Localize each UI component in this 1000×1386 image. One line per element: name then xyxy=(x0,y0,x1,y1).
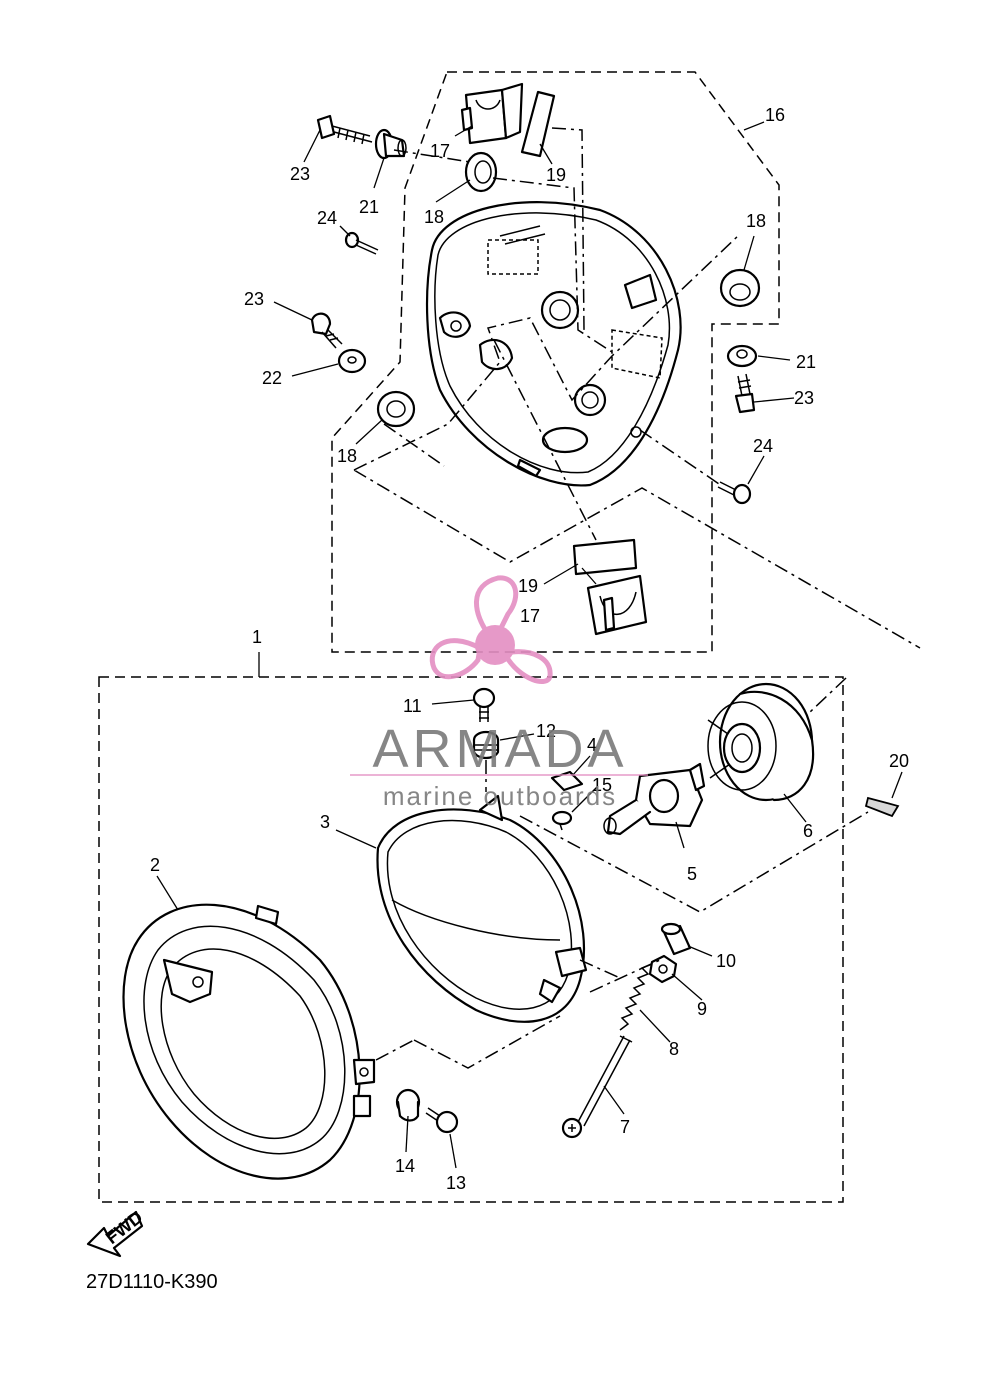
lens-unit-3 xyxy=(376,794,588,1023)
callout-24-left: 24 xyxy=(317,208,337,228)
group-16-outline xyxy=(331,71,780,653)
callout-10: 10 xyxy=(716,951,736,971)
collar-21-right xyxy=(726,344,758,368)
callout-labels: 1 2 3 4 5 6 7 8 9 10 11 12 13 14 15 16 1… xyxy=(150,105,909,1193)
armada-watermark: ARMADA marine outboards xyxy=(350,575,648,811)
callout-17-lower: 17 xyxy=(520,606,540,626)
bolt-7 xyxy=(561,1035,633,1139)
callout-23-top: 23 xyxy=(290,164,310,184)
callout-15: 15 xyxy=(592,775,612,795)
callout-24-right: 24 xyxy=(753,436,773,456)
callout-18-left: 18 xyxy=(337,446,357,466)
callout-16: 16 xyxy=(765,105,785,125)
callout-19-lower: 19 xyxy=(518,576,538,596)
screw-24-left xyxy=(344,231,379,255)
pad-19-lower xyxy=(572,538,638,576)
grommet-18-left xyxy=(376,390,416,428)
callout-7: 7 xyxy=(620,1117,630,1137)
screw-15 xyxy=(551,810,573,831)
bolt-23-top xyxy=(316,114,373,145)
headlight-housing xyxy=(425,201,682,487)
callout-11: 11 xyxy=(403,696,422,716)
washer-22 xyxy=(337,348,367,374)
callout-18-top: 18 xyxy=(424,207,444,227)
connector-17-upper xyxy=(460,82,524,145)
callout-23-right: 23 xyxy=(794,388,814,408)
callout-18-right: 18 xyxy=(746,211,766,231)
fwd-arrow: FWD xyxy=(86,1207,147,1258)
nut-4 xyxy=(550,770,584,792)
pad-19-upper xyxy=(520,90,556,158)
callout-20: 20 xyxy=(889,751,909,771)
spring-8 xyxy=(619,963,653,1031)
assembly-lines-16 xyxy=(353,127,921,649)
callout-12: 12 xyxy=(536,721,556,741)
propeller-logo xyxy=(429,575,553,684)
callout-4: 4 xyxy=(587,735,597,755)
assembly-lines-1 xyxy=(375,677,869,1069)
callout-19-upper: 19 xyxy=(546,165,566,185)
spring-nut-12 xyxy=(472,730,500,760)
callout-17-upper: 17 xyxy=(430,141,450,161)
fwd-label: FWD xyxy=(102,1207,147,1248)
callout-3: 3 xyxy=(320,812,330,832)
callout-6: 6 xyxy=(803,821,813,841)
callout-22: 22 xyxy=(262,368,282,388)
watermark-tagline: marine outboards xyxy=(383,781,617,811)
socket-cover-6 xyxy=(707,682,815,802)
collar-21-top xyxy=(374,128,407,160)
grommet-18-right xyxy=(719,268,761,308)
callout-8: 8 xyxy=(669,1039,679,1059)
leader-lines xyxy=(156,121,903,1169)
nut-9 xyxy=(648,954,678,984)
grommet-18-top xyxy=(464,151,498,193)
rim-2 xyxy=(122,903,376,1180)
screw-24-right xyxy=(717,481,752,505)
callout-13: 13 xyxy=(446,1173,466,1193)
callout-21-right: 21 xyxy=(796,352,816,372)
callout-1: 1 xyxy=(252,627,262,647)
tab-20 xyxy=(864,796,900,818)
collar-10 xyxy=(660,922,692,956)
bolt-23-right xyxy=(734,373,756,414)
watermark-brand: ARMADA xyxy=(372,719,627,779)
callout-2: 2 xyxy=(150,855,160,875)
diagram-code: 27D1110-K390 xyxy=(86,1271,218,1293)
bolt-23-left xyxy=(310,312,343,349)
callout-14: 14 xyxy=(395,1156,415,1176)
group-1-outline xyxy=(98,676,844,1203)
callout-5: 5 xyxy=(687,864,697,884)
callout-21-top: 21 xyxy=(359,197,379,217)
grommet-14 xyxy=(395,1088,421,1122)
callout-9: 9 xyxy=(697,999,707,1019)
screw-11 xyxy=(472,687,496,722)
screw-13 xyxy=(425,1107,459,1134)
bulb-5 xyxy=(603,762,706,836)
callout-23-left: 23 xyxy=(244,289,264,309)
connector-17-lower xyxy=(586,574,648,636)
